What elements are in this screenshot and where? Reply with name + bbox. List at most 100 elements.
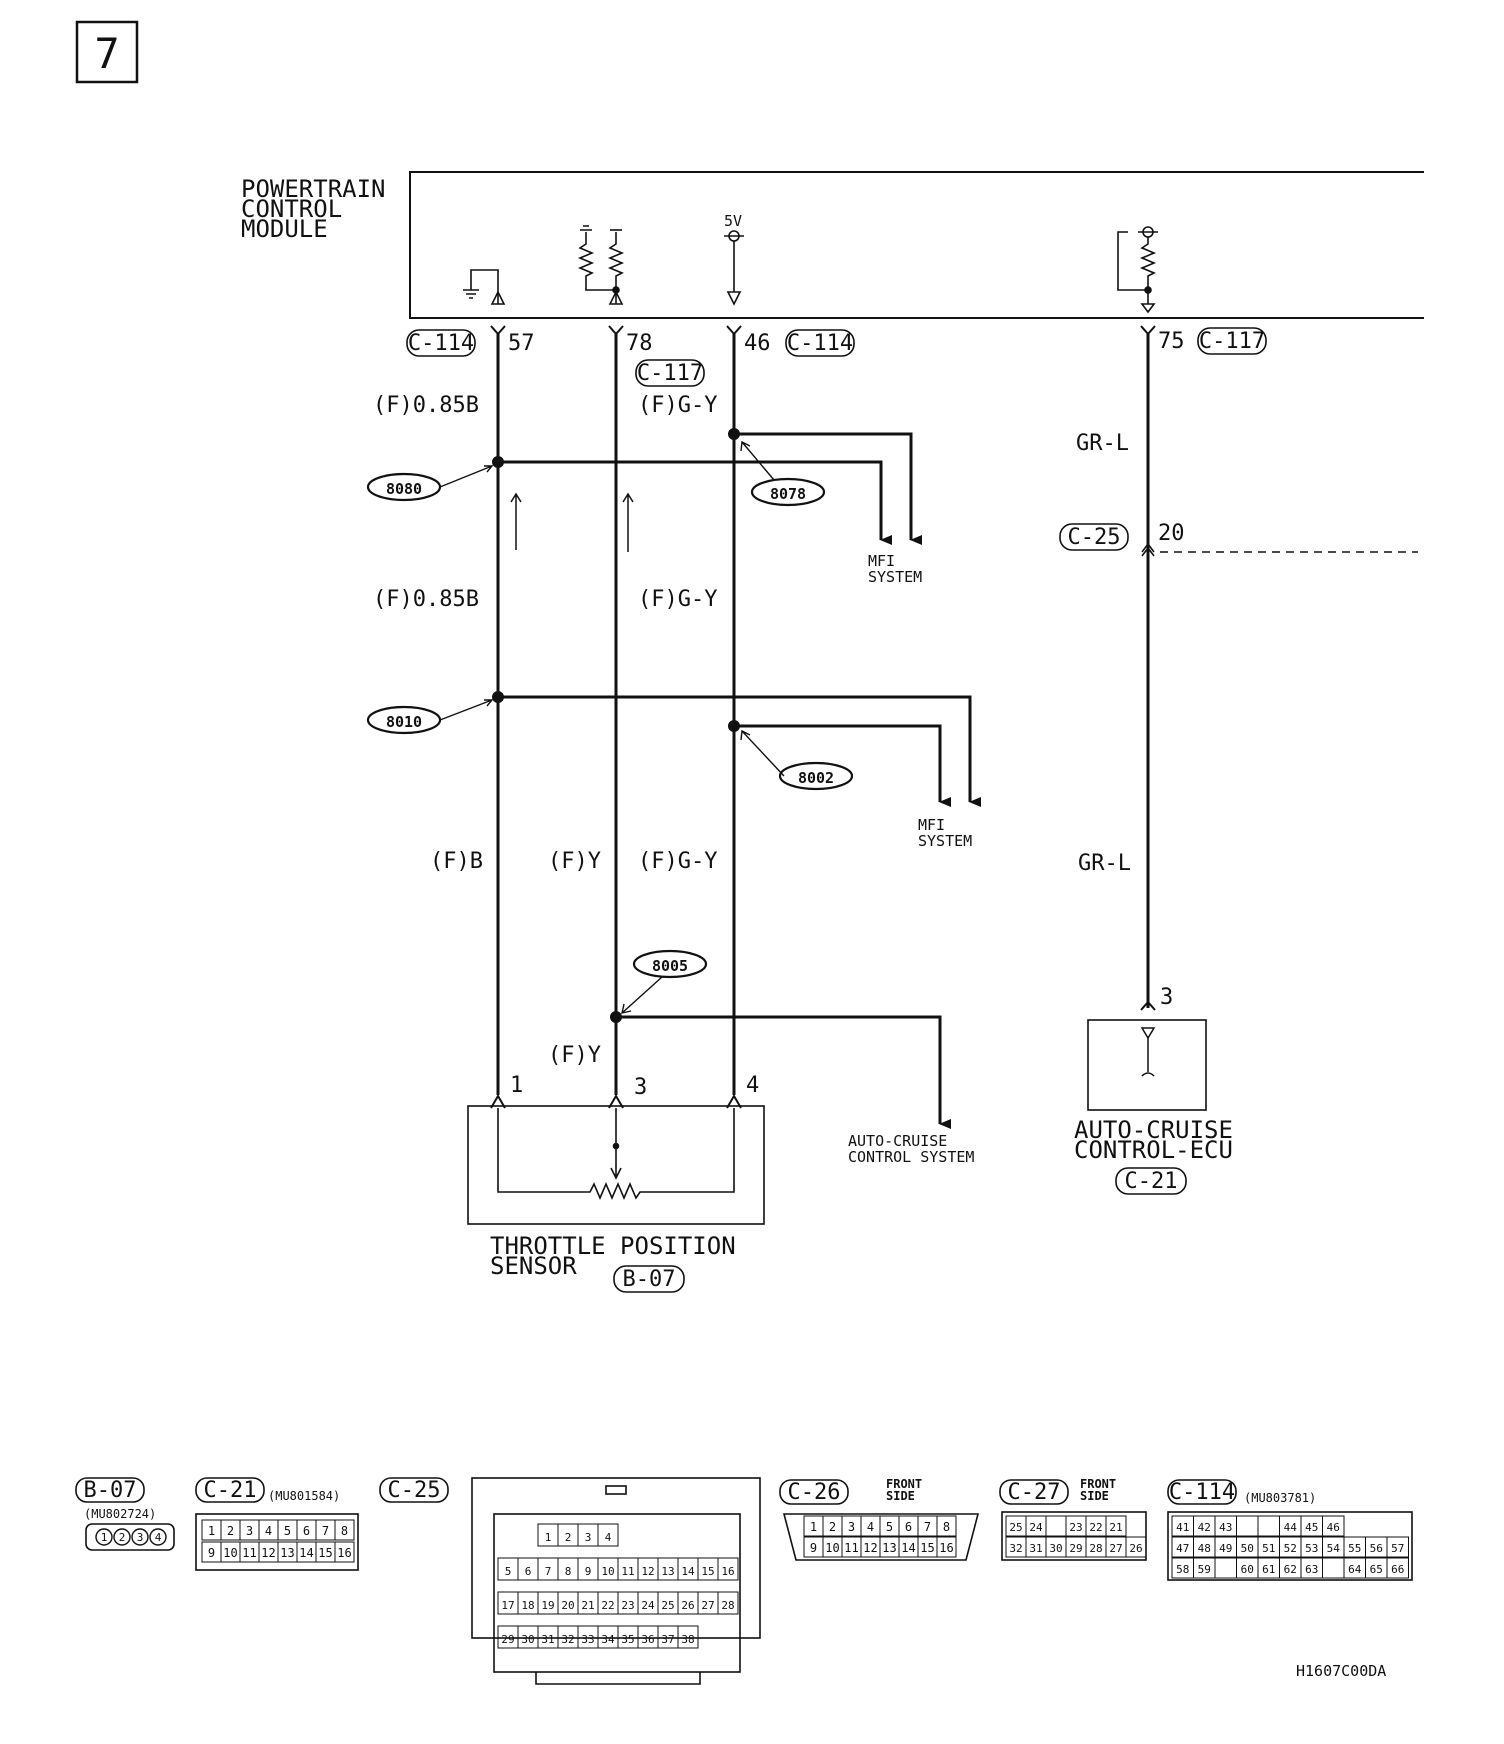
tps-box [467, 1105, 765, 1225]
c26-pin: 11 [844, 1541, 858, 1555]
c25-pin: 35 [621, 1633, 634, 1646]
c26-pin-cell [936, 1515, 957, 1537]
acc-ecu-input-symbol [1140, 1027, 1156, 1077]
ecu-terminal-fork [1140, 1000, 1156, 1011]
conn-c117-mid: C-117 [637, 361, 703, 386]
c114-pin: 46 [1327, 1521, 1340, 1534]
b07-pin: 1 [101, 1531, 108, 1544]
c25-pin: 15 [701, 1565, 714, 1578]
c25-pin: 24 [641, 1599, 655, 1612]
c25-pin: 33 [581, 1633, 594, 1646]
splice-8010: 8010 [386, 713, 422, 731]
c25-pin: 34 [601, 1633, 615, 1646]
c114-pin: 64 [1348, 1563, 1362, 1576]
conn-c114-right: C-114 [787, 331, 853, 356]
c26-pin: 2 [829, 1520, 836, 1534]
wire-label-d2: GR-L [1078, 851, 1131, 876]
c21-pin: 5 [284, 1524, 291, 1538]
ecu-pin-3: 3 [1160, 985, 1173, 1010]
part-number-c114: (MU803781) [1244, 1491, 1316, 1505]
c21-pin: 8 [341, 1524, 348, 1538]
c26-pin: 8 [943, 1520, 950, 1534]
c114-pin-cell [1322, 1515, 1345, 1537]
c21-pin-cell [334, 1519, 355, 1541]
c21-pin: 7 [322, 1524, 329, 1538]
acc-ecu-line-2: CONTROL-ECU [1074, 1136, 1233, 1164]
c26-pin: 9 [810, 1541, 817, 1555]
connector-view-ovals [75, 1477, 1237, 1505]
c25-pin: 11 [621, 1565, 634, 1578]
acc-ecu-box [1087, 1019, 1207, 1111]
c27-pin: 26 [1129, 1542, 1142, 1555]
c25-pin: 6 [525, 1565, 532, 1578]
c114-pin: 65 [1370, 1563, 1383, 1576]
c114-pin: 44 [1284, 1521, 1298, 1534]
c21-pin: 14 [299, 1546, 313, 1560]
c25-pin: 36 [641, 1633, 654, 1646]
c27-pin: 29 [1069, 1542, 1082, 1555]
c21-pin: 12 [261, 1546, 275, 1560]
c114-pin: 41 [1176, 1521, 1189, 1534]
c25-pin: 31 [541, 1633, 554, 1646]
c26-pin-cell [936, 1536, 957, 1558]
c25-pin: 30 [521, 1633, 534, 1646]
wire-runs [496, 334, 1150, 1129]
c114-pin: 60 [1241, 1563, 1254, 1576]
conn-c117-right: C-117 [1199, 329, 1265, 354]
c21-pin: 1 [208, 1524, 215, 1538]
c114-pin: 58 [1176, 1563, 1189, 1576]
c27-pin: 31 [1029, 1542, 1042, 1555]
wire-8005-acc [616, 1015, 951, 1129]
c27-pin-cell [1125, 1536, 1147, 1558]
view-c114-title: C-114 [1169, 1480, 1235, 1505]
view-c27-body [1001, 1511, 1147, 1561]
c27-pin: 27 [1109, 1542, 1122, 1555]
c25-pin: 20 [561, 1599, 574, 1612]
c114-pin: 45 [1305, 1521, 1318, 1534]
view-c21-body [195, 1513, 359, 1571]
c26-pin: 10 [825, 1541, 839, 1555]
c26-pin: 7 [924, 1520, 931, 1534]
c26-pin: 14 [901, 1541, 915, 1555]
c27-pin: 23 [1069, 1521, 1082, 1534]
terminal-20: 20 [1158, 521, 1185, 546]
c25-pin-cell [597, 1523, 619, 1547]
wire-8080-mfi [498, 460, 892, 545]
c114-pin-cell [1322, 1557, 1345, 1579]
c25-pin: 17 [501, 1599, 514, 1612]
c114-pin: 42 [1198, 1521, 1211, 1534]
c114-pin: 62 [1284, 1563, 1297, 1576]
c114-pin-cell [1386, 1557, 1409, 1579]
direction-arrows [510, 492, 634, 552]
c114-pin: 51 [1262, 1542, 1275, 1555]
c25-pin: 19 [541, 1599, 554, 1612]
c25-pin: 2 [565, 1531, 572, 1544]
view-c114-body [1167, 1511, 1413, 1581]
c25-pin: 3 [585, 1531, 592, 1544]
c25-pin: 7 [545, 1565, 552, 1578]
tps-pin-4: 4 [746, 1073, 759, 1098]
mfi-system-2-line-2: SYSTEM [918, 832, 972, 850]
c114-pin: 50 [1241, 1542, 1254, 1555]
c114-pin-cell [1214, 1557, 1237, 1579]
c26-pin: 6 [905, 1520, 912, 1534]
pcm-box [409, 171, 1424, 319]
c25-pin: 23 [621, 1599, 634, 1612]
c114-pin-cell [1236, 1515, 1259, 1537]
wire-label-b1: (F)Y [548, 849, 601, 874]
c114-pin: 53 [1305, 1542, 1318, 1555]
c21-pin: 9 [208, 1546, 215, 1560]
c27-pin: 24 [1029, 1521, 1043, 1534]
c27-pin: 28 [1089, 1542, 1102, 1555]
c25-pin: 25 [661, 1599, 674, 1612]
c21-pin: 3 [246, 1524, 253, 1538]
c26-pin: 13 [882, 1541, 896, 1555]
c26-pin: 3 [848, 1520, 855, 1534]
c27-front-side-2: SIDE [1080, 1489, 1109, 1503]
c25-pin: 5 [505, 1565, 512, 1578]
wire-label-a3: (F)B [430, 849, 483, 874]
connector-labels [406, 327, 1267, 551]
part-number-c21: (MU801584) [268, 1489, 340, 1503]
